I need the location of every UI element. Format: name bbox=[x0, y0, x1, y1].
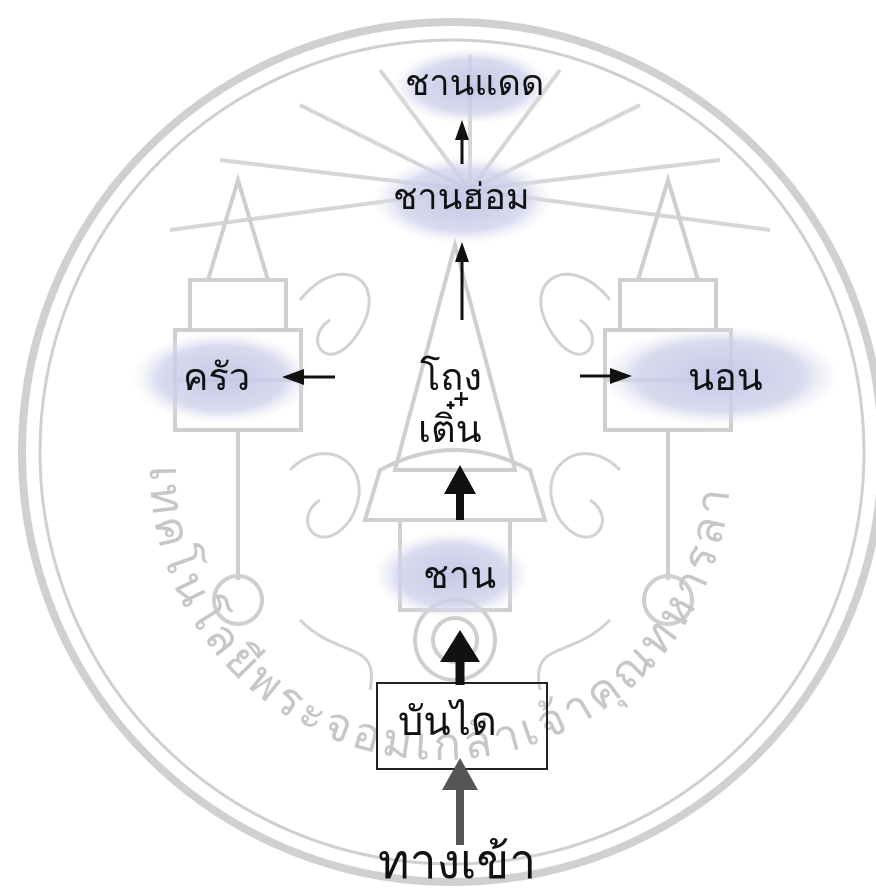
node-raised-floor: เติ๋น bbox=[418, 410, 482, 448]
node-stairs: บันได bbox=[398, 702, 497, 742]
node-hall: โถง bbox=[420, 358, 482, 396]
node-porch: ชาน bbox=[423, 556, 496, 594]
node-terrace-hom: ชานฮ่อม bbox=[393, 180, 530, 216]
node-bedroom: นอน bbox=[688, 358, 763, 396]
node-balcony-end: ชานแดด bbox=[405, 66, 544, 102]
arrow-porch-to-raised-floor bbox=[444, 465, 476, 520]
node-kitchen: ครัว bbox=[183, 358, 250, 396]
arrow-entrance-to-stairs bbox=[442, 758, 478, 845]
node-entrance: ทางเข้า bbox=[378, 838, 536, 886]
